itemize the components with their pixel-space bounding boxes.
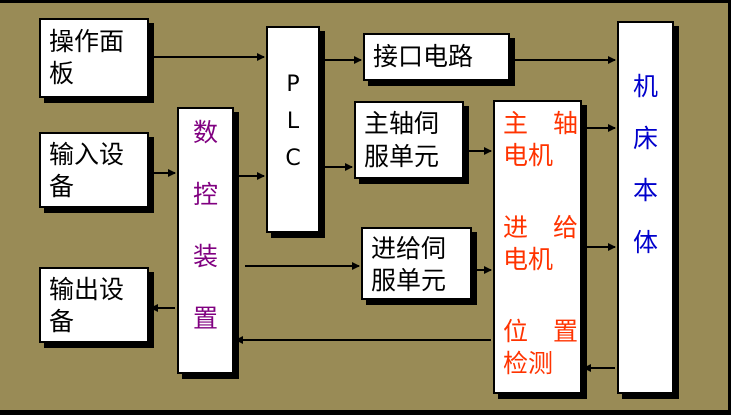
- plc-label: P L C: [268, 66, 318, 177]
- output-device-label-line1: 输出设: [49, 275, 125, 304]
- operation-panel-label-line1: 操作面: [49, 27, 125, 56]
- plc-box: P L C: [266, 26, 320, 233]
- input-device-box: 输入设 备: [39, 132, 149, 208]
- spindle-motor-label-line1: 主 轴: [503, 109, 579, 138]
- machine-char-2: 床: [632, 124, 658, 153]
- frame-border-right: [728, 0, 731, 415]
- interface-circuit-box: 接口电路: [363, 33, 510, 81]
- interface-circuit-label: 接口电路: [373, 42, 474, 71]
- cnc-char-4: 置: [192, 304, 218, 333]
- input-device-label-line2: 备: [49, 172, 75, 201]
- feed-servo-label-line1: 进给伺: [371, 234, 447, 263]
- operation-panel-label-line2: 板: [49, 59, 75, 88]
- spindle-servo-label-line1: 主轴伺: [364, 109, 440, 138]
- position-detection-label-line2: 检测: [503, 349, 554, 378]
- plc-char-p: P: [286, 72, 300, 97]
- plc-char-c: C: [285, 146, 301, 171]
- spindle-motor-label-line2: 电机: [503, 141, 554, 170]
- motor-detection-box: 主 轴 电机 进 给 电机 位 置 检测: [493, 100, 582, 394]
- machine-char-1: 机: [632, 72, 658, 101]
- cnc-char-3: 装: [192, 242, 218, 271]
- cnc-char-1: 数: [192, 118, 218, 147]
- plc-char-l: L: [286, 109, 300, 134]
- machine-body-label: 机 床 本 体: [619, 61, 672, 269]
- frame-border-top: [0, 0, 731, 3]
- position-detection-label-line1: 位 置: [503, 317, 579, 346]
- spindle-servo-label-line2: 服单元: [364, 142, 440, 171]
- machine-body-box: 机 床 本 体: [617, 21, 674, 394]
- frame-border-bottom: [0, 410, 731, 415]
- cnc-device-label: 数 控 装 置: [179, 117, 232, 365]
- spindle-servo-box: 主轴伺 服单元: [354, 101, 464, 179]
- feed-motor-label-line1: 进 给: [503, 213, 579, 242]
- input-device-label-line1: 输入设: [49, 140, 125, 169]
- feed-motor-label-line2: 电机: [503, 245, 554, 274]
- cnc-device-box: 数 控 装 置: [177, 107, 234, 374]
- feed-servo-label-line2: 服单元: [371, 266, 447, 295]
- operation-panel-box: 操作面 板: [39, 18, 149, 98]
- output-device-label-line2: 备: [49, 307, 75, 336]
- cnc-char-2: 控: [192, 180, 218, 209]
- machine-char-3: 本: [632, 176, 658, 205]
- machine-char-4: 体: [632, 228, 658, 257]
- feed-servo-box: 进给伺 服单元: [361, 227, 472, 300]
- output-device-box: 输出设 备: [39, 267, 149, 343]
